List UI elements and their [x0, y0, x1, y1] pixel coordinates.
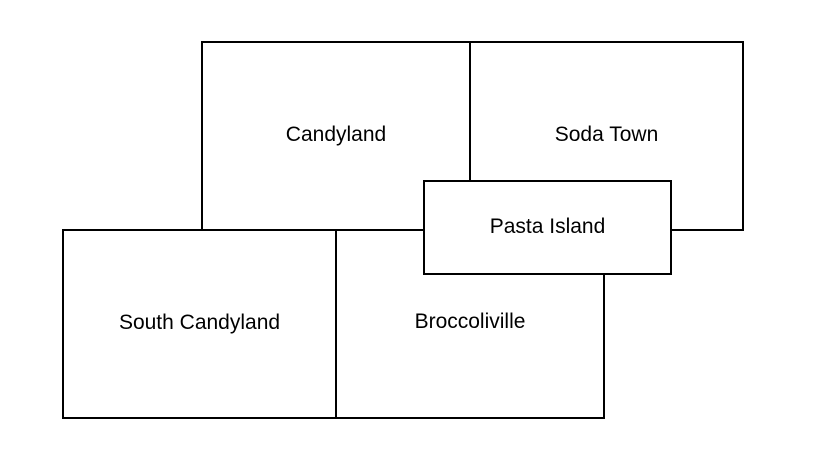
region-label-south-candyland: South Candyland: [118, 311, 281, 334]
region-label-pasta-island: Pasta Island: [489, 214, 606, 238]
region-label-broccoliville: Broccoliville: [414, 310, 526, 333]
region-candyland: Candyland: [201, 41, 471, 231]
region-label-soda-town: Soda Town: [554, 123, 659, 146]
region-label-candyland: Candyland: [285, 123, 387, 146]
region-pasta-island: Pasta Island: [423, 180, 672, 275]
region-south-candyland: South Candyland: [62, 229, 337, 419]
